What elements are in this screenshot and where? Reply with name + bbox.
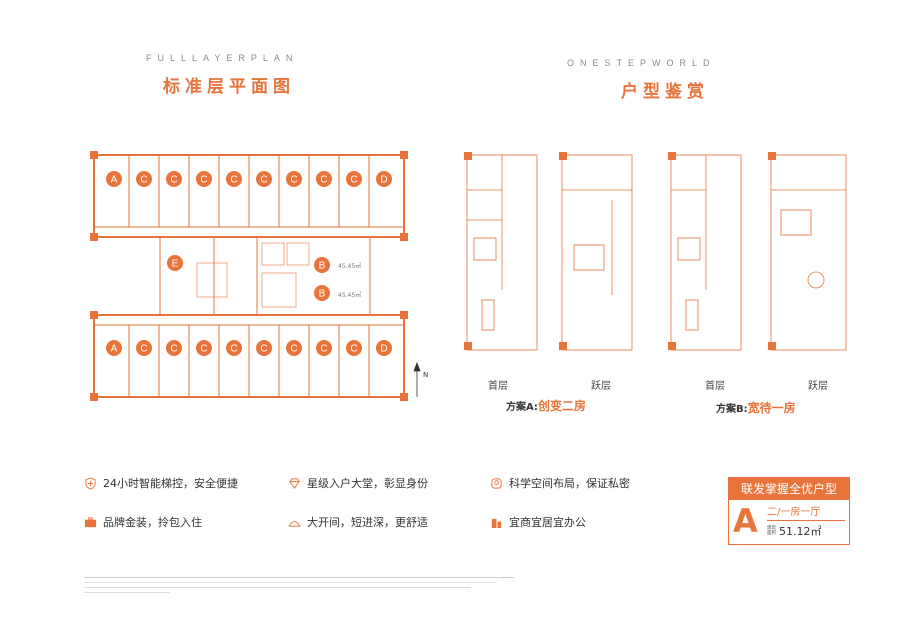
scheme-b-ground-label: 首层 — [705, 381, 725, 392]
bottom-unit-2-letter: C — [170, 344, 177, 355]
shield-icon — [85, 476, 96, 490]
bottom-unit-0-letter: A — [111, 344, 118, 355]
top-unit-9-marker — [376, 171, 392, 187]
badge-area: 51.12㎡ — [779, 525, 822, 538]
feature-3: 科学空间布局，保证私密 — [490, 475, 630, 491]
scheme-a-caption: 方案A:创变二房 — [506, 397, 586, 414]
badge-area-label: 建筑面积 — [767, 526, 776, 536]
bottom-unit-4-marker — [226, 340, 242, 356]
feature-3-text: 科学空间布局，保证私密 — [509, 477, 630, 490]
feature-4-text: 品牌金装，拎包入住 — [103, 516, 202, 529]
bottom-unit-9-marker — [376, 340, 392, 356]
mid-left-unit-marker — [167, 255, 183, 271]
top-unit-1-marker — [136, 171, 152, 187]
top-unit-3-marker — [196, 171, 212, 187]
bottom-unit-5-letter: C — [260, 344, 267, 355]
top-unit-8-letter: C — [350, 175, 357, 186]
bottom-unit-3-marker — [196, 340, 212, 356]
feature-2-text: 星级入户大堂，彰显身份 — [307, 477, 428, 490]
badge-letter: A — [733, 502, 758, 540]
top-unit-9-letter: D — [380, 175, 387, 186]
feature-6-text: 宜商宜居宜办公 — [509, 516, 586, 529]
feature-5-text: 大开间，短进深，更舒适 — [307, 516, 428, 529]
badge-title: 联发掌握全优户型 — [729, 478, 849, 500]
bottom-unit-9-letter: D — [380, 344, 387, 355]
top-unit-7-letter: C — [320, 175, 327, 186]
scheme-b-caption: 方案B:宽待一房 — [716, 399, 796, 416]
top-unit-0-marker — [106, 171, 122, 187]
top-unit-4-marker — [226, 171, 242, 187]
top-unit-7-marker — [316, 171, 332, 187]
top-unit-8-marker — [346, 171, 362, 187]
bottom-unit-8-letter: C — [350, 344, 357, 355]
feature-4: 品牌金装，拎包入住 — [84, 514, 202, 530]
top-unit-3-letter: C — [200, 175, 207, 186]
bottom-unit-7-marker — [316, 340, 332, 356]
bottom-unit-6-marker — [286, 340, 302, 356]
scheme-b-plans — [668, 152, 847, 351]
bottom-unit-3-letter: C — [200, 344, 207, 355]
left-cn-title: 标准层平面图 — [163, 77, 295, 97]
scheme-b-name: 宽待一房 — [747, 401, 796, 415]
scheme-a-ground-label: 首层 — [488, 381, 508, 392]
mid-right-unit-1-marker — [314, 285, 330, 301]
scheme-b-loft-label: 跃层 — [808, 381, 828, 392]
top-unit-2-letter: C — [170, 175, 177, 186]
bottom-unit-6-letter: C — [290, 344, 297, 355]
briefcase-icon — [84, 516, 97, 527]
disclaimer-fine-print — [84, 575, 514, 597]
mid-right-unit-0-marker — [314, 257, 330, 273]
standard-floor-plan: A C C C C C C C C D A C C C C C C C C D E B B — [90, 151, 421, 401]
scheme-a-loft-label: 跃层 — [591, 381, 611, 392]
top-unit-0-letter: A — [111, 175, 118, 186]
bottom-unit-5-marker — [256, 340, 272, 356]
bottom-unit-0-marker — [106, 340, 122, 356]
bottom-unit-4-letter: C — [230, 344, 237, 355]
arch-icon — [288, 520, 301, 527]
mid-left-unit-letter: E — [172, 259, 179, 270]
layout-icon — [491, 477, 502, 489]
feature-1-text: 24小时智能梯控，安全便捷 — [103, 477, 238, 490]
scheme-a-prefix: 方案A: — [506, 402, 538, 413]
building-icon — [491, 518, 502, 528]
bottom-unit-7-letter: C — [320, 344, 327, 355]
top-unit-1-letter: C — [140, 175, 147, 186]
diamond-icon — [289, 477, 300, 489]
top-unit-4-letter: C — [230, 175, 237, 186]
feature-6: 宜商宜居宜办公 — [490, 514, 586, 530]
feature-1: 24小时智能梯控，安全便捷 — [84, 475, 238, 491]
top-unit-6-marker — [286, 171, 302, 187]
scheme-a-name: 创变二房 — [537, 399, 586, 413]
bottom-unit-2-marker — [166, 340, 182, 356]
compass-label: N — [423, 371, 429, 379]
left-en-title: FULLLAYERPLAN — [146, 53, 299, 63]
mid-right-unit-1-letter: B — [319, 289, 326, 300]
mid-right-unit-0-letter: B — [319, 261, 326, 272]
top-unit-2-marker — [166, 171, 182, 187]
feature-5: 大开间，短进深，更舒适 — [288, 514, 428, 530]
top-unit-6-letter: C — [290, 175, 297, 186]
bottom-unit-8-marker — [346, 340, 362, 356]
feature-2: 星级入户大堂，彰显身份 — [288, 475, 428, 491]
right-cn-title: 户型鉴赏 — [621, 82, 709, 102]
top-unit-5-letter: C — [260, 175, 267, 186]
unit-b-area-2: 45.45㎡ — [338, 292, 362, 299]
badge-type: 二/一房一厅 — [767, 503, 845, 521]
unit-type-badge: 联发掌握全优户型 A 二/一房一厅 建筑面积 51.12㎡ — [728, 477, 850, 545]
scheme-b-prefix: 方案B: — [716, 404, 748, 415]
scheme-a-plans — [464, 152, 633, 351]
right-en-title: ONESTEPWORLD — [567, 58, 716, 68]
bottom-unit-1-letter: C — [140, 344, 147, 355]
unit-b-area-1: 45.45㎡ — [338, 263, 362, 270]
top-unit-5-marker — [256, 171, 272, 187]
bottom-unit-1-marker — [136, 340, 152, 356]
